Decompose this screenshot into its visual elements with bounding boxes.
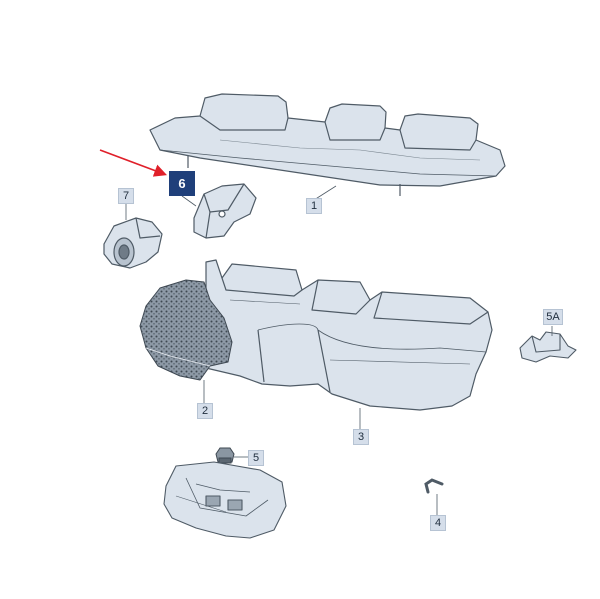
- callout-7: 7: [118, 188, 134, 204]
- hook-part-4: [424, 478, 444, 494]
- bracket-part-6: [193, 183, 257, 239]
- leader-6: [181, 195, 197, 207]
- callout-4: 4: [430, 515, 446, 531]
- cap-part-7: [103, 217, 163, 269]
- callout-5: 5: [248, 450, 264, 466]
- seat-cushion-part-3: [199, 259, 493, 411]
- callout-6-highlighted: 6: [169, 171, 195, 196]
- pointer-arrow: [99, 149, 167, 177]
- grommet-part-5: [215, 447, 235, 464]
- callout-1: 1: [306, 198, 322, 214]
- callout-5a: 5A: [543, 309, 563, 325]
- callout-3: 3: [353, 429, 369, 445]
- callout-2: 2: [197, 403, 213, 419]
- foam-pad-part-2: [139, 279, 233, 381]
- seat-tray: [163, 461, 287, 539]
- leader-1: [313, 185, 337, 201]
- seat-frame-part-1: [149, 93, 506, 196]
- leader-lines: [125, 185, 553, 516]
- clip-part-5a: [519, 331, 577, 363]
